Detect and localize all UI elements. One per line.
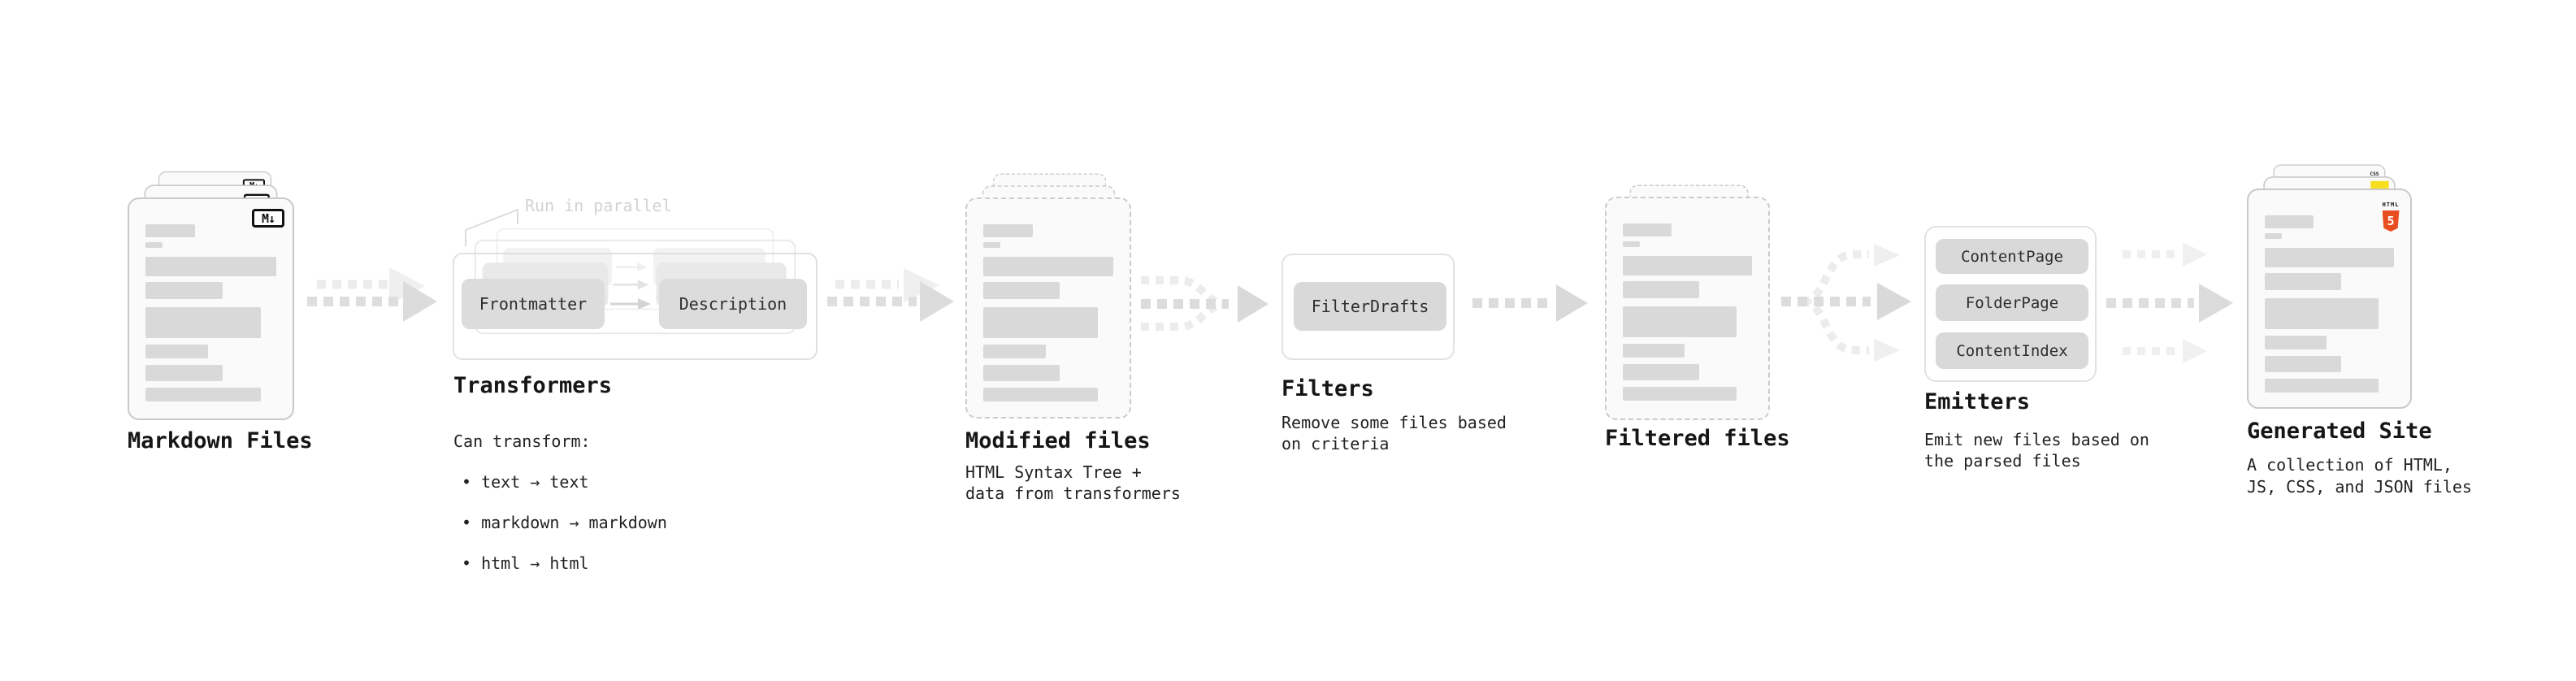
arrow-filters-to-filtered — [1472, 284, 1588, 322]
transformers-desc-item: • markdown → markdown — [462, 513, 667, 532]
transformers-desc-item: • html → html — [462, 553, 589, 573]
transformers-description: Can transform: • text → text • markdown … — [453, 411, 667, 594]
arrow-filtered-to-emitters-diverge — [1781, 244, 1911, 362]
emitter-box-contentindex: ContentIndex — [1936, 332, 2088, 369]
transform-arrow-icon — [610, 298, 651, 310]
modified-files-title: Modified files — [965, 428, 1151, 453]
filters-description: Remove some files based on criteria — [1281, 413, 1507, 453]
transformer-box-frontmatter: Frontmatter — [462, 279, 605, 329]
transform-arrow-icon — [613, 280, 649, 290]
emitter-box-contentpage: ContentPage — [1936, 239, 2088, 274]
emitters-title: Emitters — [1924, 389, 2031, 414]
transformers-desc-heading: Can transform: — [453, 432, 591, 451]
run-in-parallel-note: Run in parallel — [525, 196, 672, 215]
transformer-box-description: Description — [659, 279, 807, 329]
transformers-title: Transformers — [453, 373, 613, 398]
skeleton-text — [983, 224, 1113, 401]
skeleton-text — [145, 224, 276, 401]
markdown-files-title: Markdown Files — [128, 428, 313, 453]
filter-drafts-box: FilterDrafts — [1294, 282, 1446, 331]
file-card-dashed — [1605, 197, 1770, 420]
generated-site-title: Generated Site — [2247, 419, 2432, 444]
file-card: HTML 5 — [2247, 189, 2412, 409]
emitters-container: ContentPage FolderPage ContentIndex — [1924, 226, 2097, 382]
file-card-dashed — [965, 197, 1131, 419]
transform-arrow-icon — [616, 262, 648, 272]
run-in-parallel-connector — [465, 208, 518, 246]
skeleton-text — [1623, 223, 1752, 401]
transformer-layer-front: Frontmatter Description — [453, 253, 817, 360]
skeleton-text — [2265, 215, 2394, 393]
modified-files-description: HTML Syntax Tree + data from transformer… — [965, 462, 1181, 503]
generated-site-description: A collection of HTML, JS, CSS, and JSON … — [2247, 455, 2472, 497]
html5-icon: HTML 5 — [2381, 194, 2400, 232]
arrow-modified-to-filters-merge — [1141, 276, 1268, 331]
arrow-emitters-to-generated — [2106, 242, 2233, 363]
arrow-transformers-to-modified — [827, 268, 954, 322]
file-card: M↓ — [128, 197, 294, 420]
markdown-badge-icon: M↓ — [252, 209, 284, 228]
emitters-description: Emit new files based on the parsed files — [1924, 430, 2149, 471]
arrow-markdown-to-transformers — [307, 267, 437, 322]
transformers-desc-item: • text → text — [462, 472, 589, 492]
filters-container: FilterDrafts — [1281, 254, 1455, 360]
transformer-frame — [453, 253, 817, 360]
filters-title: Filters — [1281, 376, 1374, 401]
filtered-files-title: Filtered files — [1605, 426, 1790, 451]
emitter-box-folderpage: FolderPage — [1936, 284, 2088, 321]
css-icon: CSS — [2370, 171, 2379, 177]
